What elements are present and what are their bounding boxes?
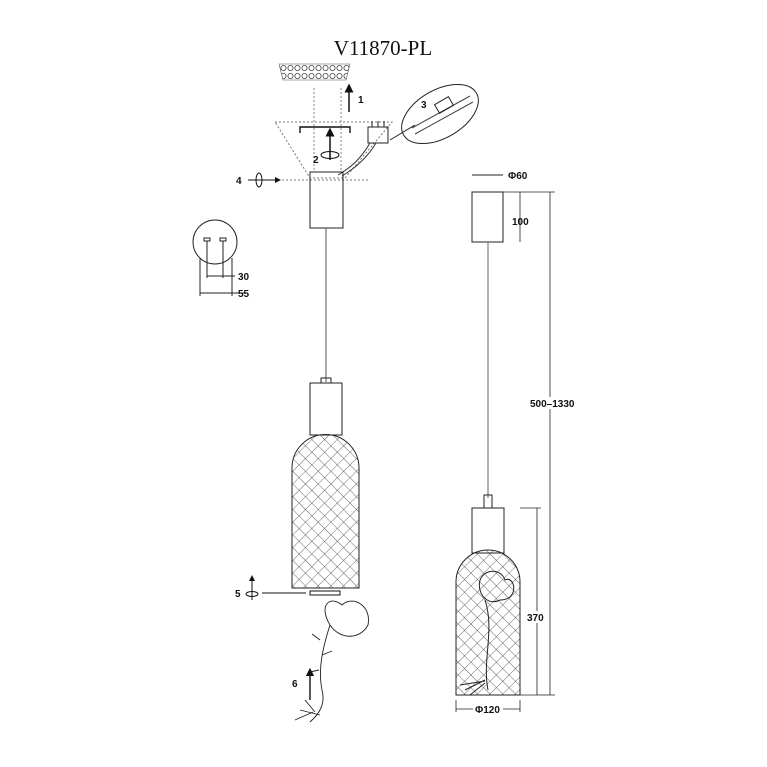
- step-6-label: 6: [292, 679, 298, 690]
- dimension-lines: [455, 191, 555, 712]
- step-4-label: 4: [236, 176, 242, 187]
- total-height: 500–1330: [530, 399, 575, 410]
- model-title: V11870-PL: [334, 36, 432, 60]
- assembled-lamp: [455, 174, 521, 696]
- rotate-icon: [320, 151, 340, 159]
- canopy-height: 100: [512, 217, 529, 228]
- step-3-label: 3: [421, 100, 427, 111]
- flower-insert: [294, 600, 369, 723]
- magnified-connection: [401, 83, 479, 145]
- shade-diameter: Φ120: [475, 705, 500, 716]
- step-2-label: 2: [313, 155, 319, 166]
- step-5-label: 5: [235, 589, 241, 600]
- bracket-detail: [192, 219, 245, 296]
- canopy-diameter: Φ60: [508, 171, 528, 182]
- rotate-icon: [245, 591, 259, 597]
- step-1-label: 1: [358, 95, 364, 106]
- flower-holder: [309, 590, 341, 596]
- exploded-lamp: [291, 171, 360, 589]
- screws: [313, 88, 342, 170]
- bracket-hole-spacing: 30: [238, 272, 250, 283]
- shade-height: 370: [527, 613, 544, 624]
- bracket-width: 55: [238, 289, 250, 300]
- ceiling-strip: [278, 63, 351, 81]
- mounting-bracket: [274, 121, 394, 179]
